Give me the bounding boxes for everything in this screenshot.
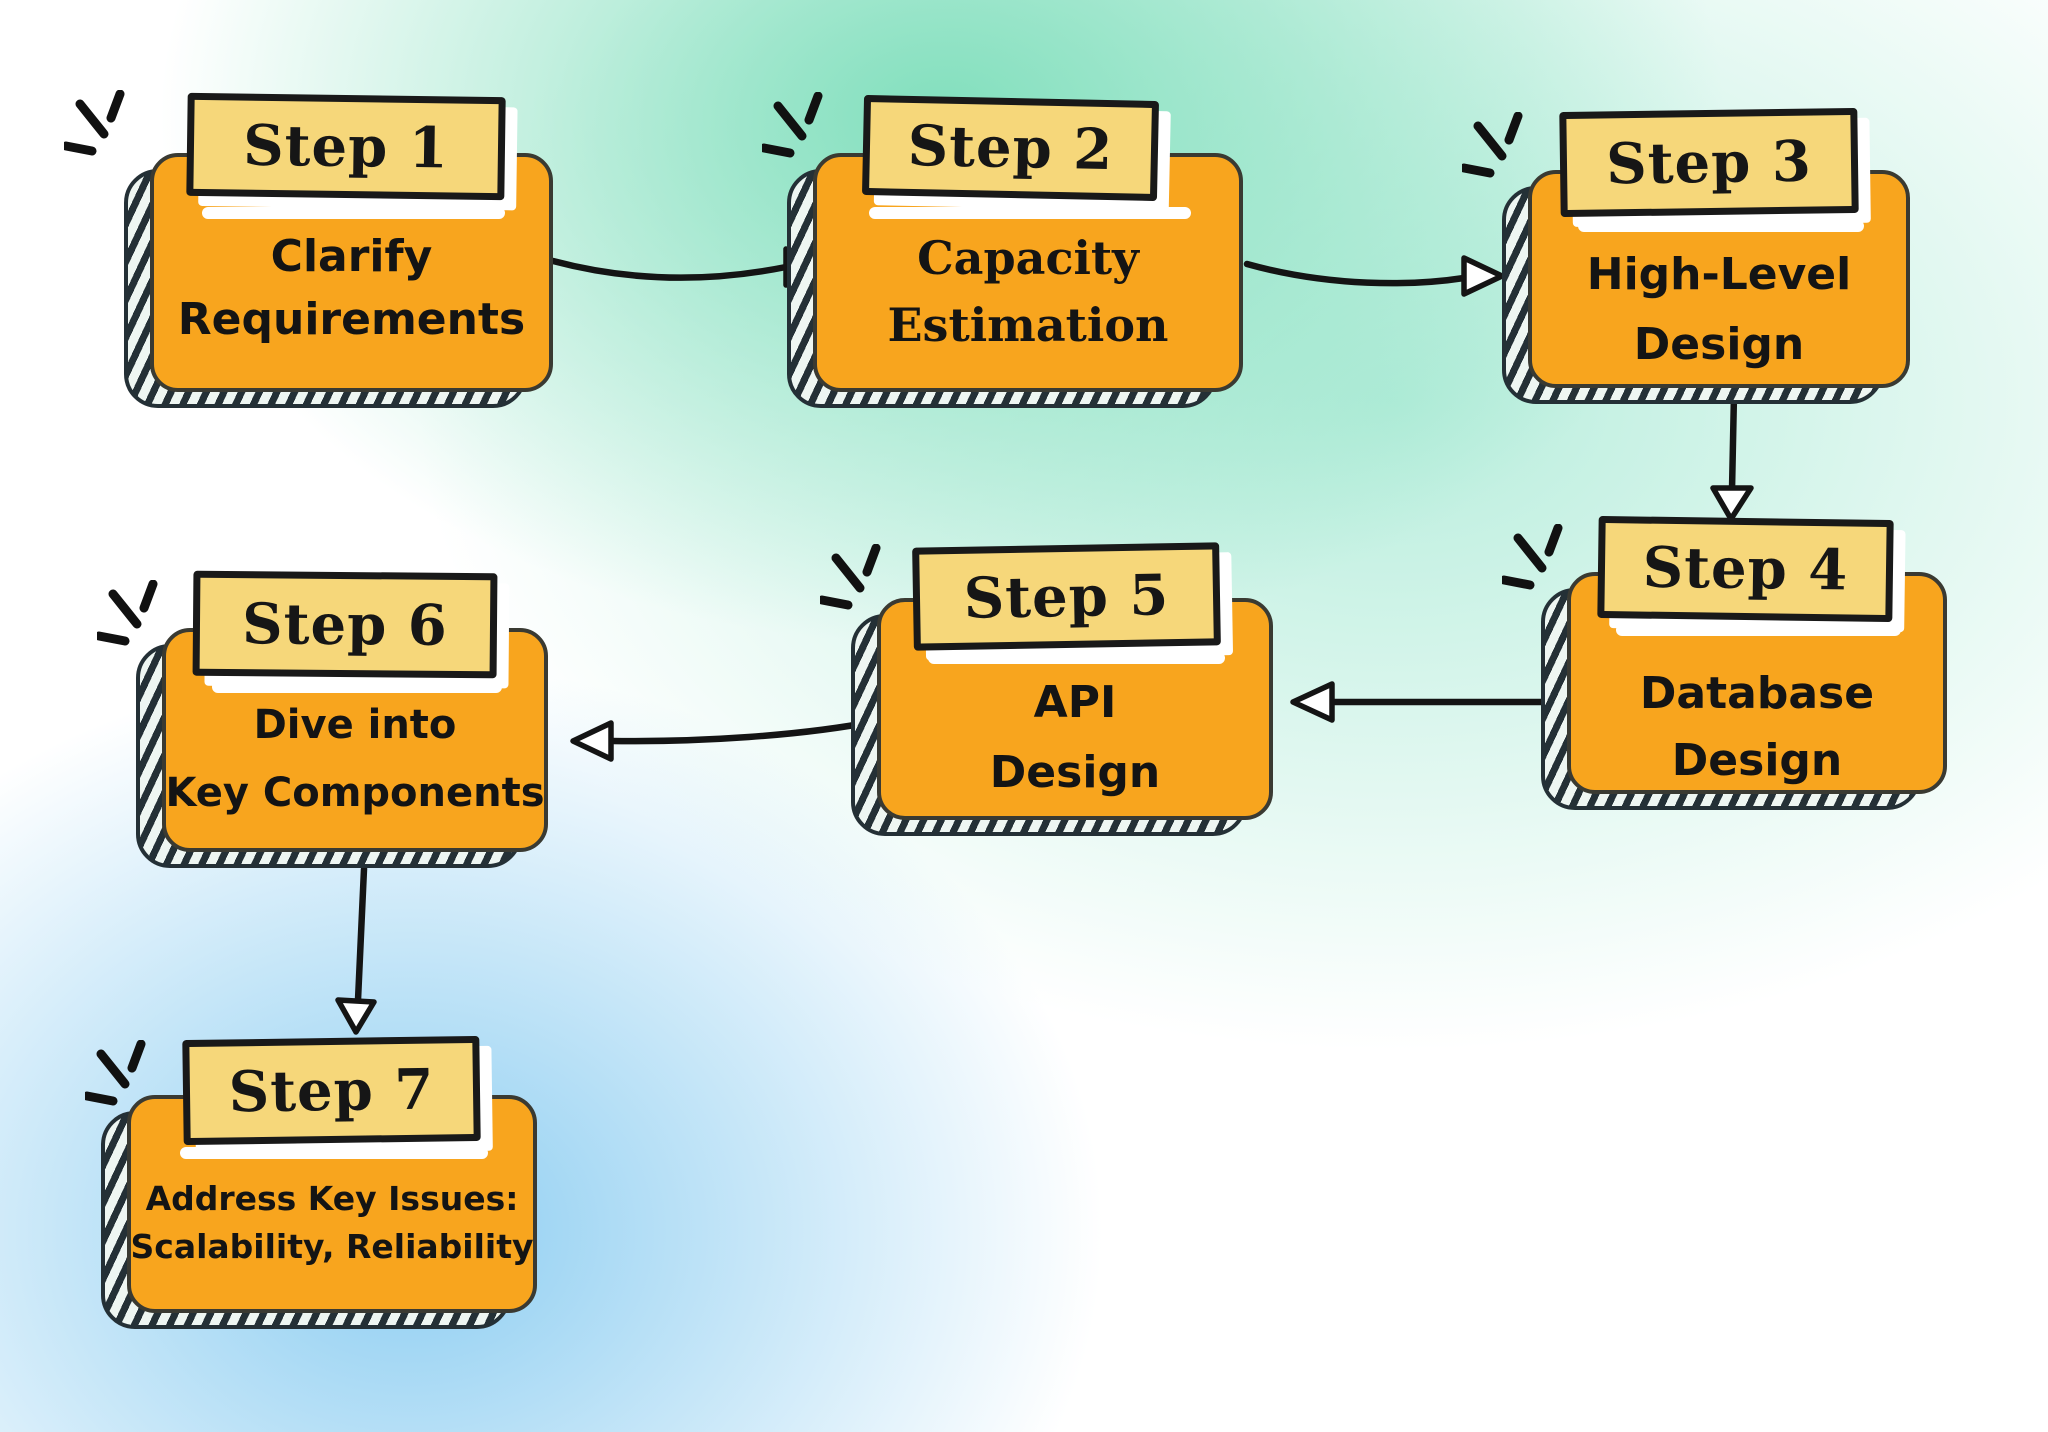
burst-icon <box>1462 112 1523 178</box>
step-title-3: High-Level Design <box>1586 249 1852 370</box>
step-title-2: Capacity Estimation <box>887 231 1169 352</box>
step-card-5: API Design Step 5 <box>851 542 1273 836</box>
card-highlight <box>212 681 502 693</box>
step-title-7: Address Key Issues: Scalability, Reliabi… <box>130 1179 534 1266</box>
step-title-1: Clarify Requirements <box>177 231 526 345</box>
arrow-step3-step4 <box>1728 390 1738 494</box>
arrowhead-step5 <box>1290 681 1335 723</box>
card-highlight <box>180 1147 488 1159</box>
burst-icon <box>85 1040 146 1106</box>
step-title-5: API Design <box>989 677 1161 798</box>
burst-icon <box>820 544 881 610</box>
arrow-step2-step3 <box>1243 260 1468 287</box>
arrowhead-step7 <box>335 997 377 1035</box>
burst-icon <box>762 92 823 158</box>
step-label-4: Step 4 <box>1597 515 1894 623</box>
step-title-6: Dive into Key Components <box>165 702 545 816</box>
burst-icon <box>64 90 125 156</box>
card-highlight <box>1577 220 1865 232</box>
burst-icon <box>97 580 158 646</box>
step-card-1: Clarify Requirements Step 1 <box>124 92 553 408</box>
step-card-2: Capacity Estimation Step 2 <box>787 94 1243 408</box>
arrow-step6-step7 <box>354 865 368 1004</box>
step-label-2: Step 2 <box>861 94 1160 202</box>
step-card-3: High-Level Design Step 3 <box>1502 107 1910 404</box>
step-card-4: Database Design Step 4 <box>1541 515 1947 810</box>
card-highlight <box>928 652 1226 664</box>
arrow-step1-step2 <box>549 257 790 281</box>
card-highlight <box>1616 624 1902 636</box>
step-label-3: Step 3 <box>1559 107 1859 218</box>
arrowhead-step3 <box>1461 255 1505 297</box>
burst-icon <box>1502 524 1563 590</box>
arrow-step5-step6 <box>608 717 881 745</box>
arrowhead-step6 <box>570 720 614 762</box>
step-label-5: Step 5 <box>912 542 1221 651</box>
step-card-7: Address Key Issues: Scalability, Reliabi… <box>101 1035 537 1329</box>
step-title-4: Database Design <box>1639 668 1875 786</box>
step-card-6: Dive into Key Components Step 6 <box>136 570 548 868</box>
arrowhead-step4 <box>1710 485 1754 522</box>
card-highlight <box>868 207 1192 219</box>
step-label-1: Step 1 <box>186 92 506 201</box>
card-highlight <box>202 207 505 219</box>
step-label-6: Step 6 <box>192 570 498 679</box>
step-label-7: Step 7 <box>182 1035 481 1146</box>
